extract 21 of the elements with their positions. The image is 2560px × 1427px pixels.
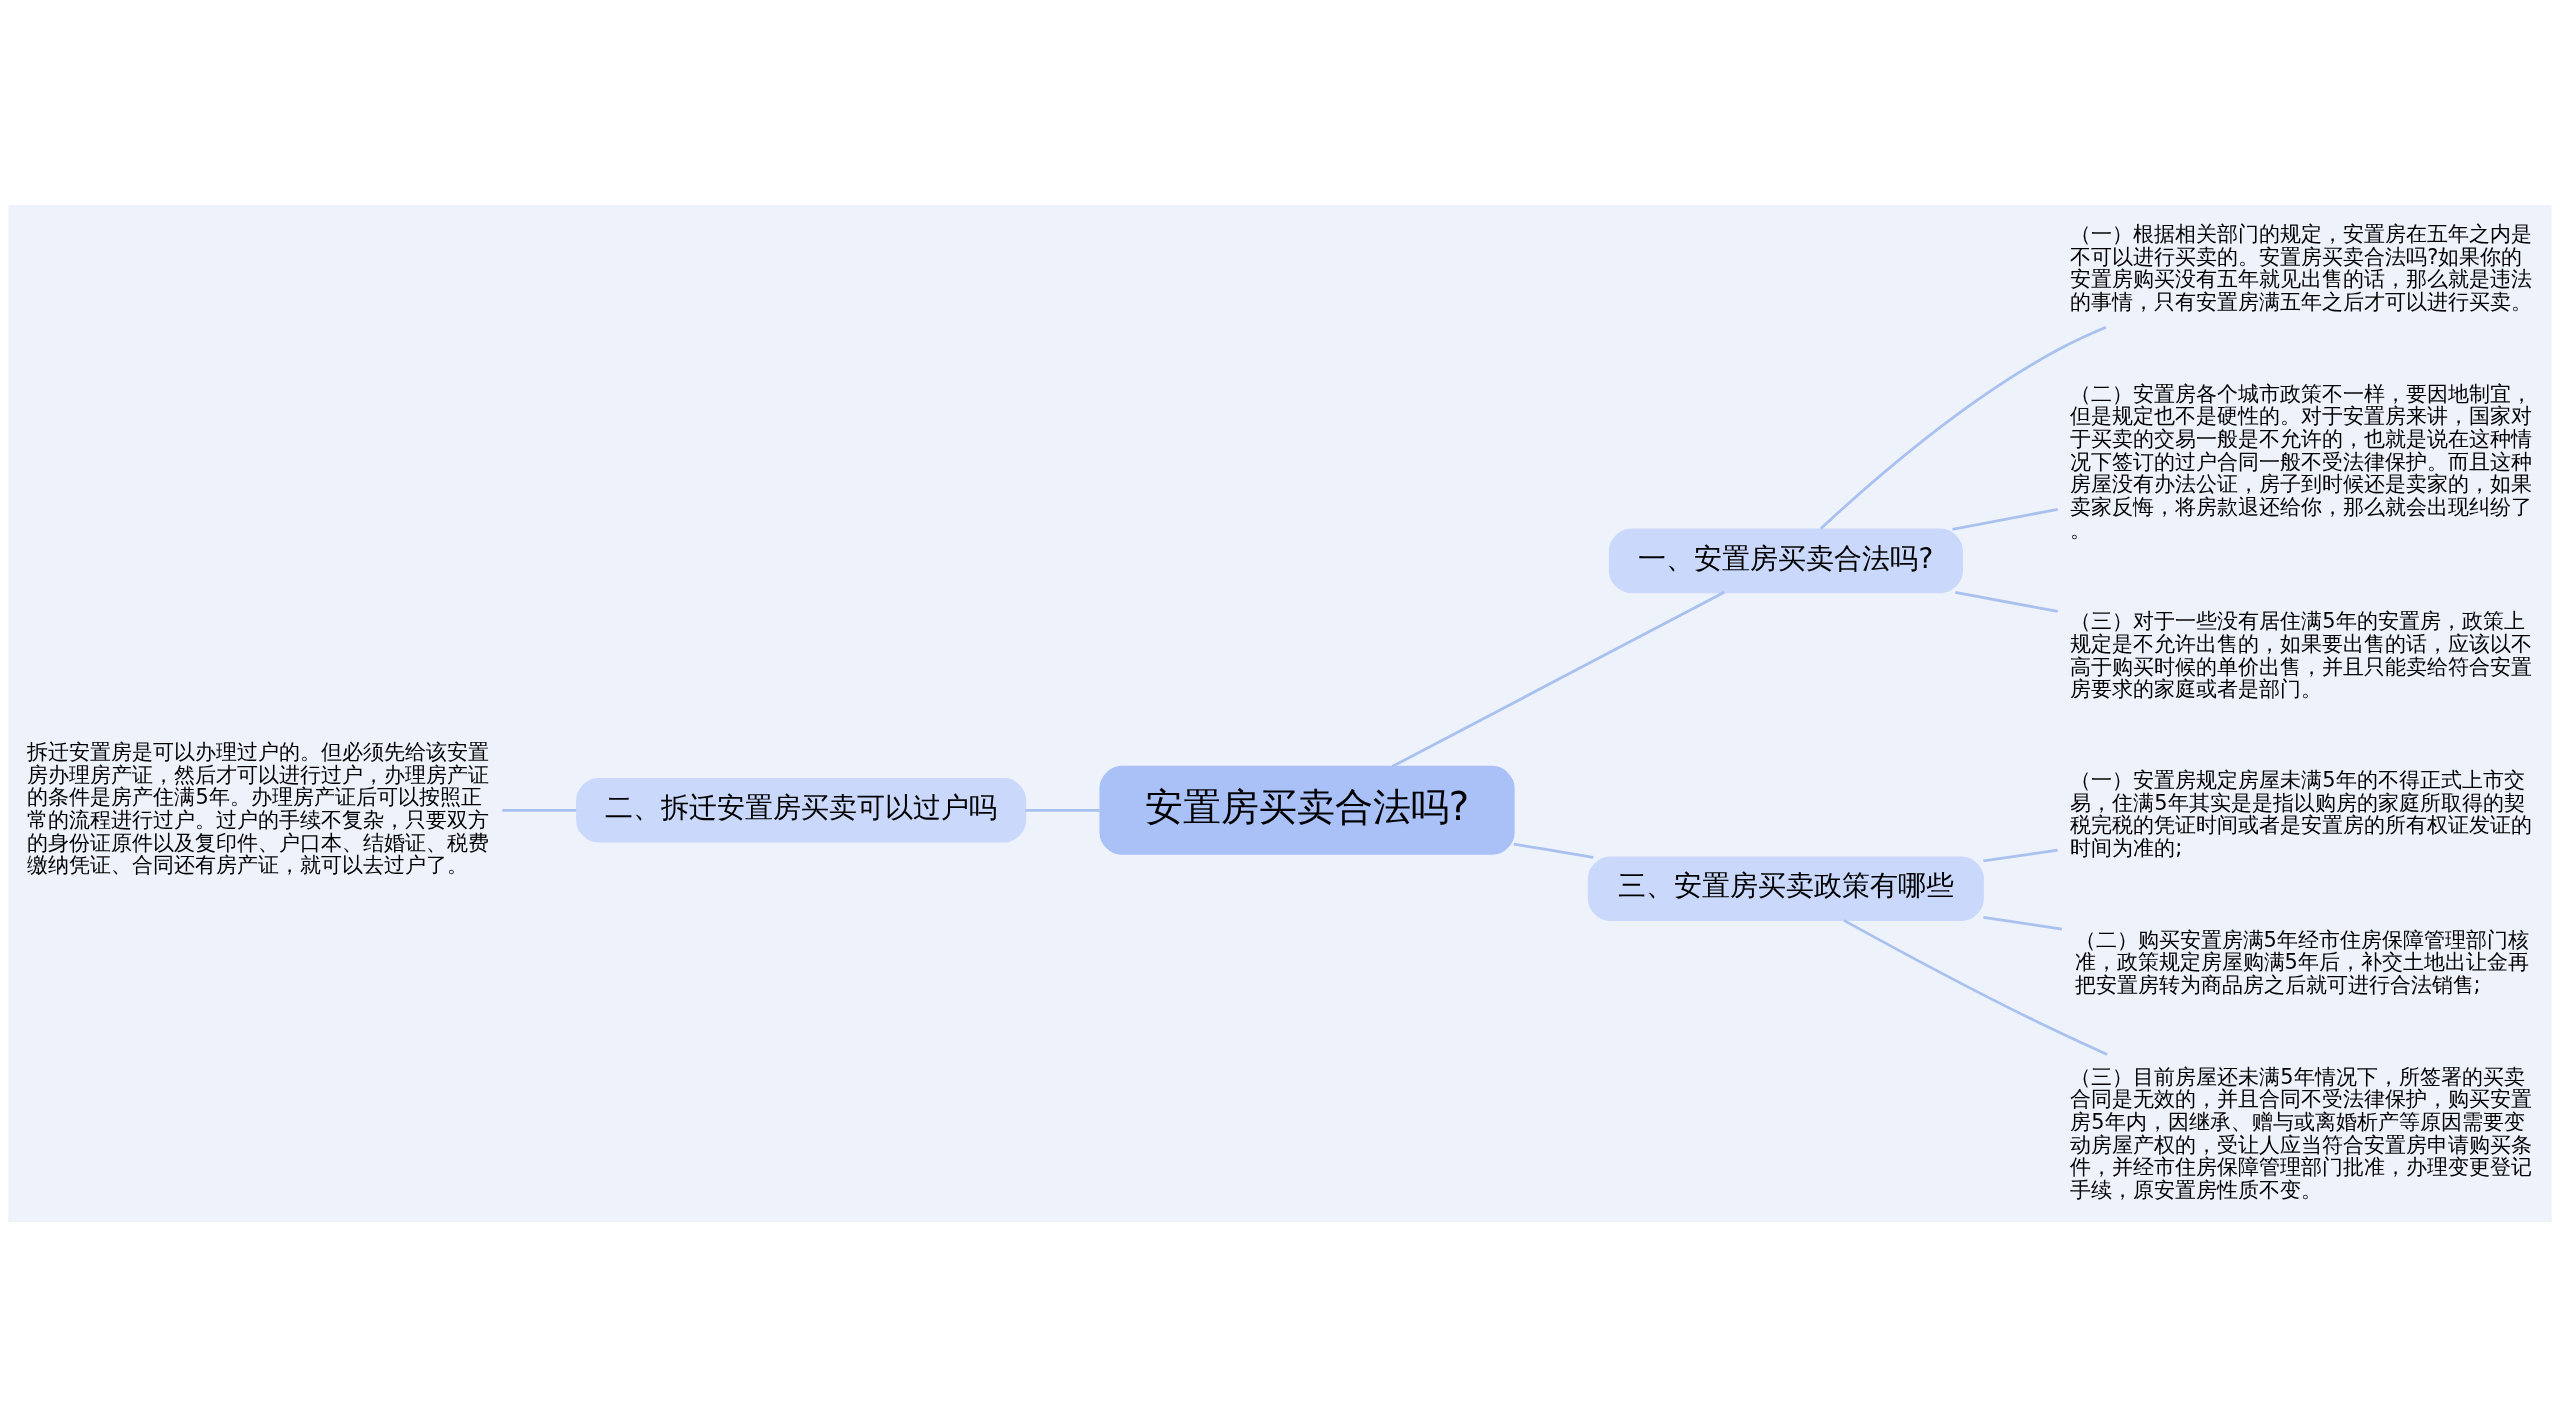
connector <box>1952 507 2058 531</box>
node-text: （三）目前房屋还未满5年情况下，所签署的买卖合同是无效的，并且合同不受法律保护，购买安置房5年内，因继承、赠与或离婚析产等原因需要变动房屋产权的，受让人应当符合安置房申请购买条件，并经市住房保障管理部门批准，办理变更登记手续，原安置房性质不变。 <box>2070 1064 2533 1202</box>
connector <box>1955 590 2059 613</box>
connector <box>1843 919 2108 1056</box>
node-box: 三、安置房买卖政策有哪些 <box>1587 856 1984 922</box>
connector <box>502 808 577 812</box>
node-text: 拆迁安置房是可以办理过户的。但必须先给该安置房办理房产证，然后才可以进行过户，办理房产证的条件是房产住满5年。办理房产证后可以按照正常的流程进行过户。过户的手续不复杂，只要双方的身份证原件以及复印件、户口本、结婚证、税费缴纳凭证、合同还有房产证，就可以去过户了。 <box>27 740 490 878</box>
connector <box>1513 842 1594 859</box>
node-text: （一）安置房规定房屋未满5年的不得正式上市交易，住满5年其实是是指以购房的家庭所取得的契税完税的凭证时间或者是安置房的所有权证发证的时间为准的; <box>2070 767 2533 860</box>
connector <box>1983 916 2063 931</box>
node-box: 安置房买卖合法吗? <box>1099 765 1515 855</box>
node-text: （一）根据相关部门的规定，安置房在五年之内是不可以进行买卖的。安置房买卖合法吗?如果你的安置房购买没有五年就见出售的话，那么就是违法的事情，只有安置房满五年之后才可以进行买卖。 <box>2070 221 2533 314</box>
node-text: （二）购买安置房满5年经市住房保障管理部门核准，政策规定房屋购满5年后，补交土地出让金再把安置房转为商品房之后就可进行合法销售; <box>2074 927 2529 997</box>
connector <box>1819 325 2107 530</box>
node-text: （三）对于一些没有居住满5年的安置房，政策上规定是不允许出售的，如果要出售的话，应该以不高于购买时候的单价出售，并且只能卖给符合安置房要求的家庭或者是部门。 <box>2070 609 2533 702</box>
node-text: （二）安置房各个城市政策不一样，要因地制宜，但是规定也不是硬性的。对于安置房来讲，国家对于买卖的交易一般是不允许的，也就是说在这种情况下签订的过户合同一般不受法律保护。而且这种房屋没有办法公证，房子到时候还是卖家的，如果卖家反悔，将房款退还给你，那么就会出现纠纷了。 <box>2070 381 2533 542</box>
connector <box>1391 591 1725 768</box>
node-box: 二、拆迁安置房买卖可以过户吗 <box>576 778 1027 843</box>
node-box: 一、安置房买卖合法吗? <box>1608 528 1963 594</box>
connector <box>1025 808 1100 812</box>
connector <box>1983 848 2058 863</box>
